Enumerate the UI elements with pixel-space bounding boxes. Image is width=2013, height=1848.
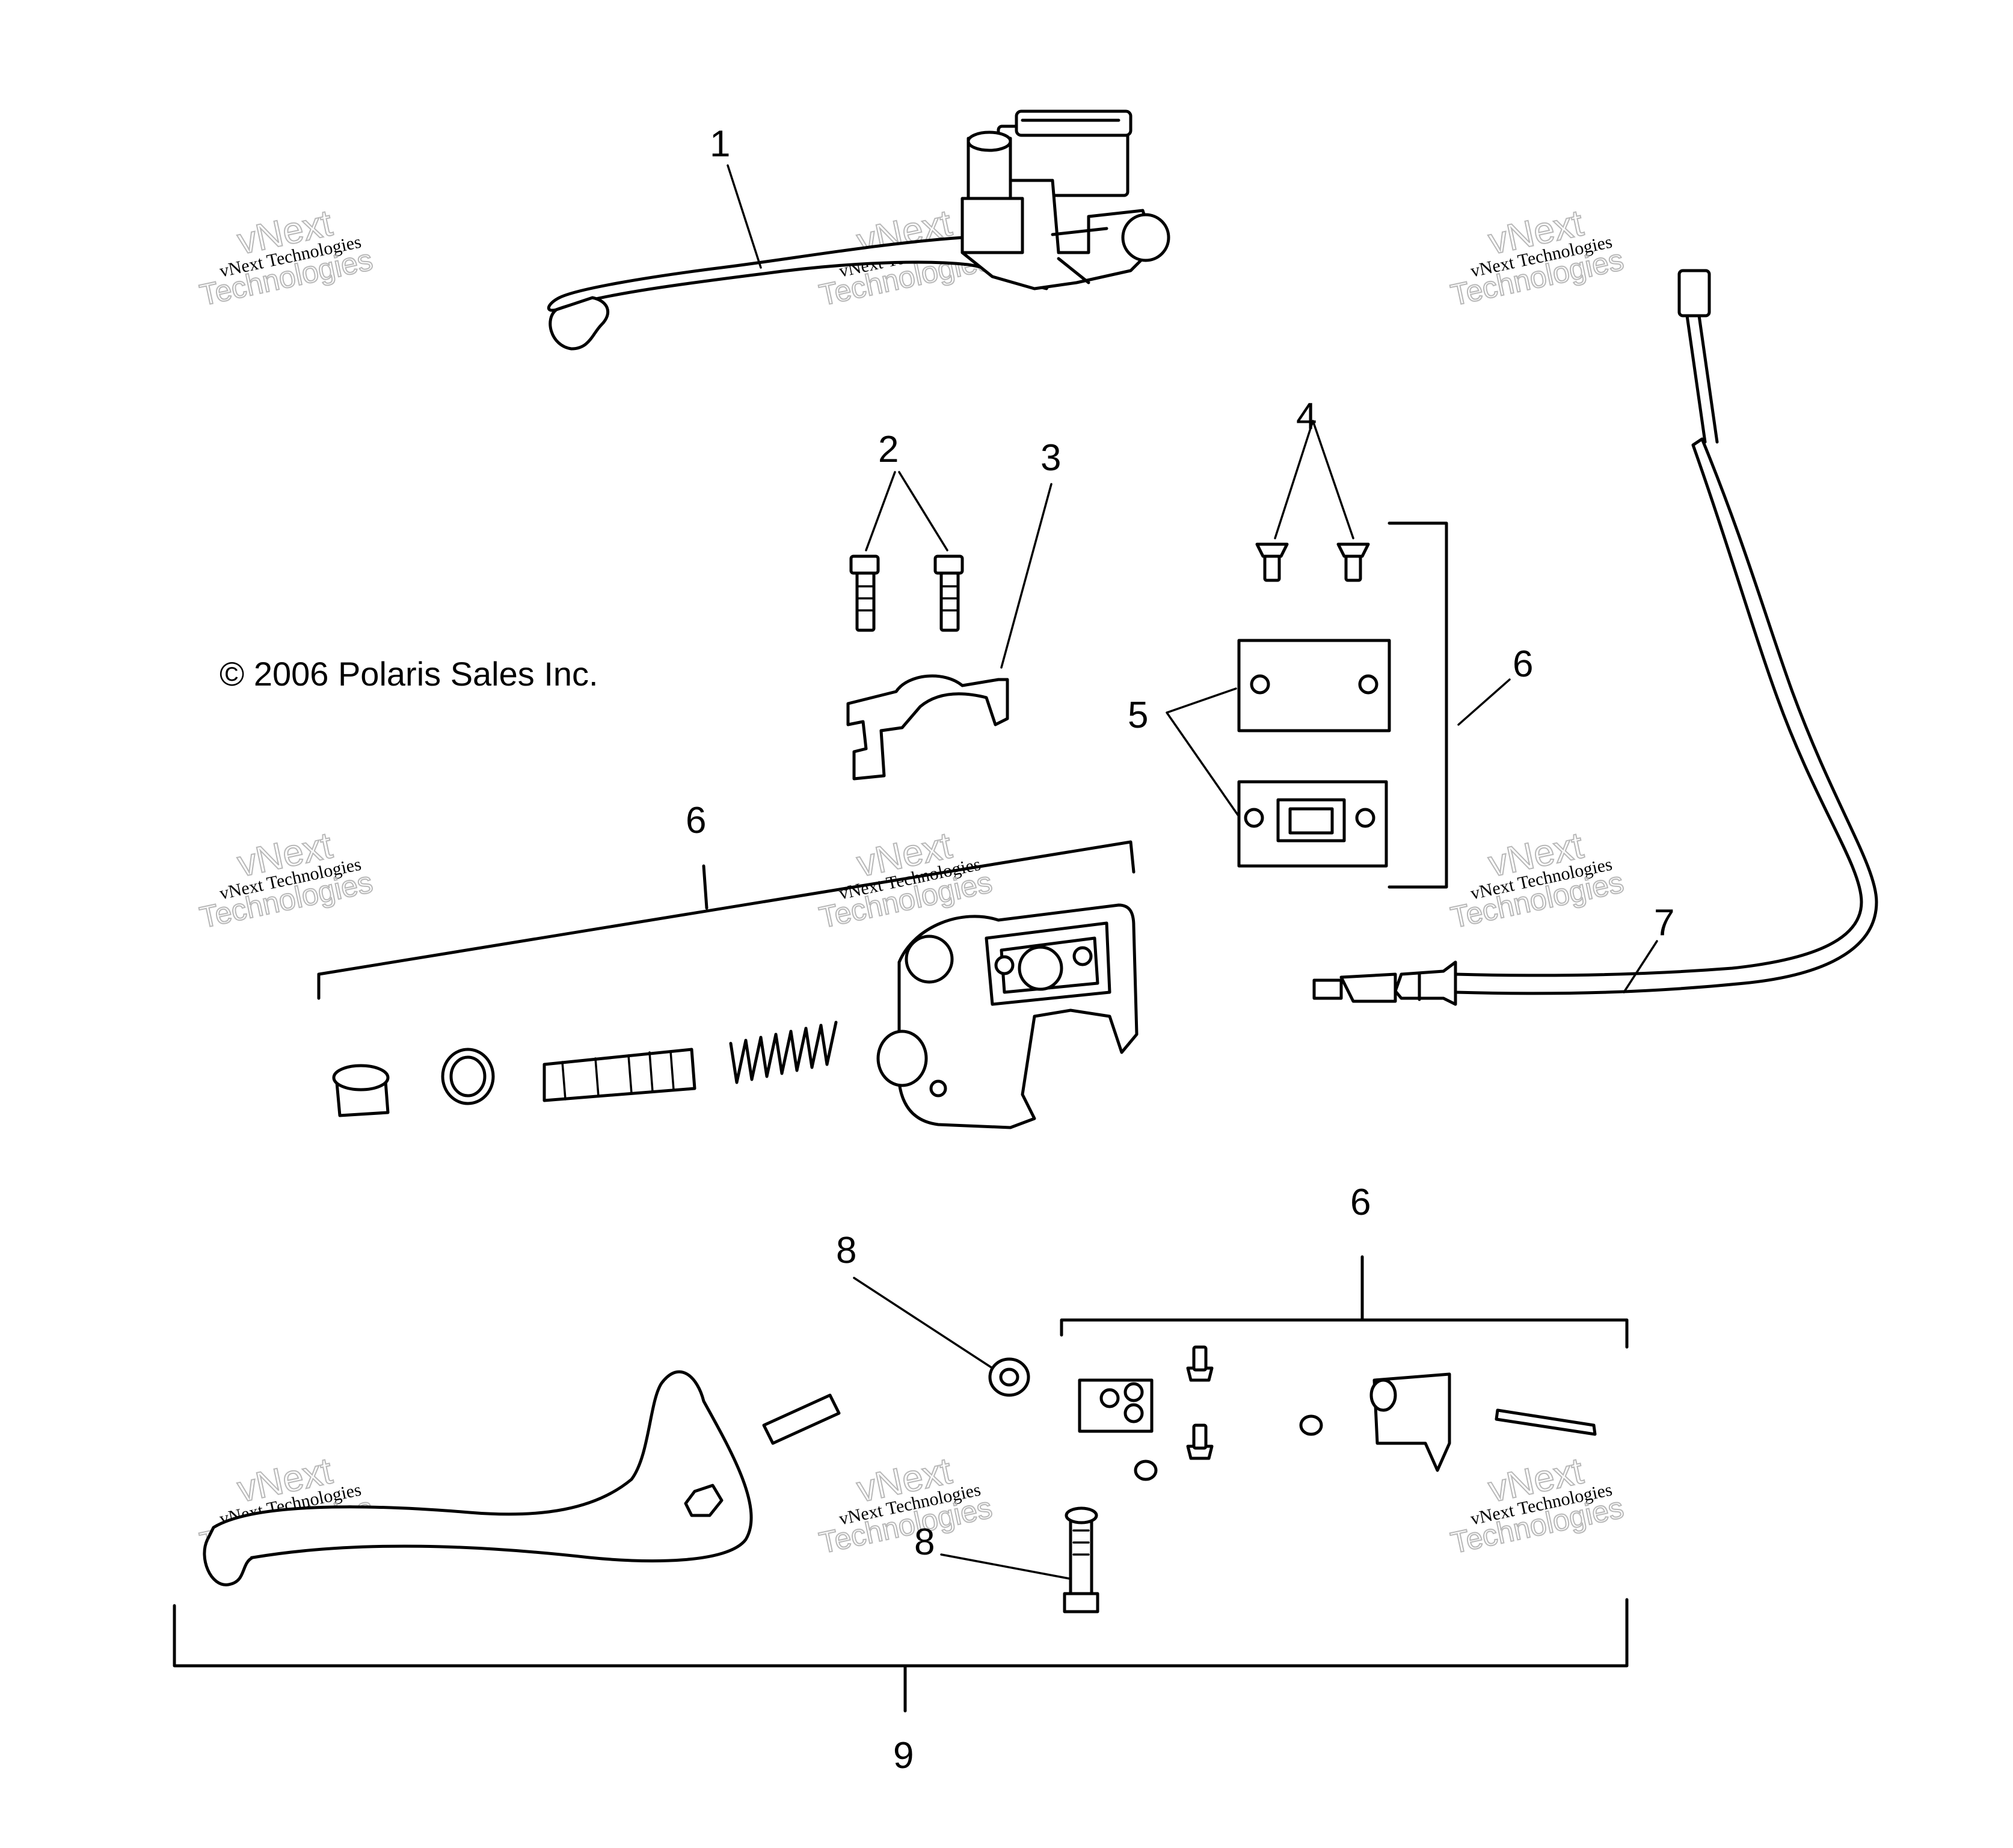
part-3-clamp [846, 674, 1009, 781]
callout-6-middle: 6 [686, 800, 706, 841]
watermark-8: vNext vNext Technologies Technologies [816, 1449, 995, 1561]
part-2-bolts [849, 554, 964, 632]
part-8-nut-bolt [988, 1357, 1099, 1613]
callout-9: 9 [893, 1735, 914, 1776]
callout-3: 3 [1040, 437, 1061, 479]
callout-5: 5 [1128, 695, 1148, 736]
bracket-middle-stem [702, 864, 708, 910]
leader-lines [727, 164, 1658, 1580]
part-9-lever-assembly [203, 1370, 841, 1586]
part-7-switch-cable [1312, 269, 1878, 1006]
callout-4: 4 [1296, 396, 1317, 437]
watermark-3: vNext vNext Technologies Technologies [1447, 201, 1627, 313]
watermark-4: vNext vNext Technologies Technologies [196, 824, 376, 935]
part-6-piston-set [332, 903, 1139, 1129]
callout-labels: 1 2 3 4 5 6 6 6 7 8 8 9 [686, 123, 1674, 1776]
part-5-cover-gasket [1237, 639, 1391, 868]
watermark-1: vNext vNext Technologies Technologies [196, 201, 376, 313]
callout-6-lower: 6 [1350, 1182, 1371, 1223]
callout-8-nut: 8 [836, 1230, 856, 1271]
watermark-9: vNext vNext Technologies Technologies [1447, 1449, 1627, 1561]
watermark-6: vNext vNext Technologies Technologies [1447, 824, 1627, 935]
callout-2: 2 [878, 429, 899, 470]
group-bracket-bottom [173, 1598, 1629, 1668]
group-bracket-right [1388, 521, 1448, 889]
callout-8-bolt: 8 [914, 1521, 935, 1563]
callout-6-upper-right: 6 [1513, 643, 1533, 685]
group-bracket-middle [317, 840, 1136, 1000]
copyright-text: © 2006 Polaris Sales Inc. [220, 655, 598, 693]
part-6-lower-hardware [1060, 1255, 1629, 1481]
callout-1: 1 [710, 123, 730, 165]
part-1-master-cylinder-assembly [547, 109, 1170, 351]
part-4-screws [1255, 542, 1370, 582]
callout-7: 7 [1654, 902, 1674, 944]
